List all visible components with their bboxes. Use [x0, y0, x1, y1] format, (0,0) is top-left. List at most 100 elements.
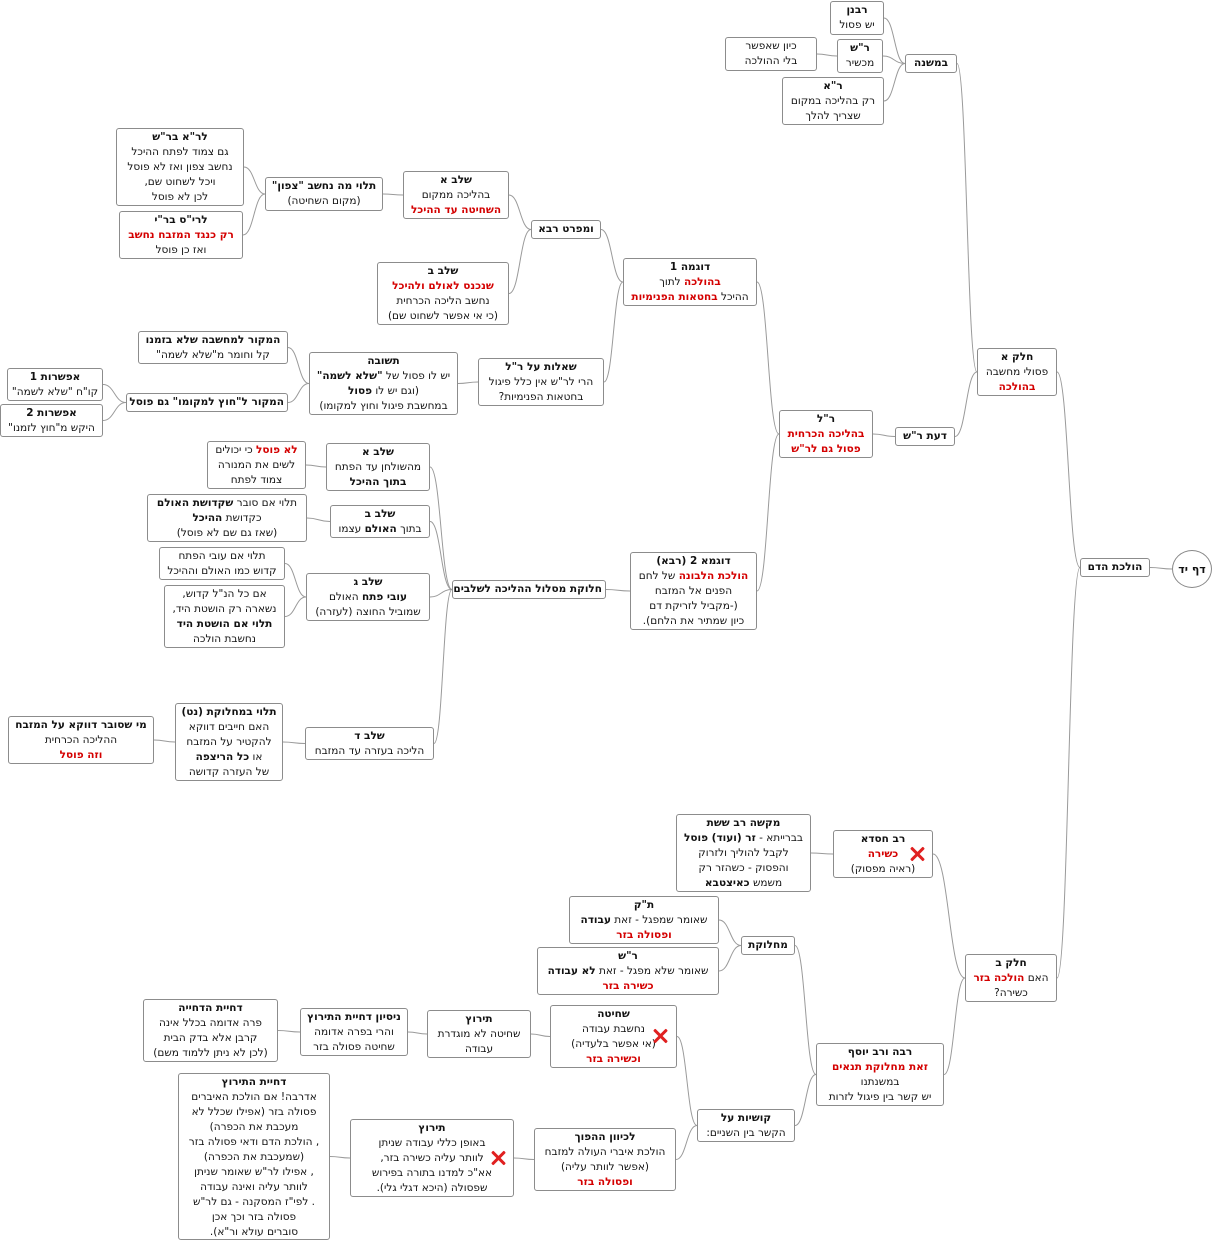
edge-tal-lrs — [242, 193, 266, 236]
node-line: לשים את המנורה — [217, 459, 296, 471]
node-depends-tzafon[interactable]: תלוי מה נחשב "צפון"(מקום השחיטה) — [265, 177, 383, 211]
edge-tesh-mak1 — [287, 347, 310, 384]
node-dividing-path[interactable]: חלוקת מסלול ההליכה לשלבים — [452, 580, 606, 599]
node-line: עובי פתח האולם — [328, 591, 408, 603]
node-bamishna[interactable]: במשנה — [905, 54, 957, 73]
node-rabbi-shimon-machshir[interactable]: ר"ש מכשיר — [837, 39, 883, 73]
node-line: במשנתנו — [860, 1076, 900, 1088]
node-daat-rabbi-shimon[interactable]: דעת ר"ש — [895, 427, 955, 446]
node-line: הולכת הדם — [1087, 561, 1143, 573]
edge-daat-rl — [872, 433, 896, 437]
edge-a-daat — [954, 371, 978, 437]
node-stage-d-2[interactable]: שלב ד הליכה בעזרה עד המזבח — [305, 727, 434, 760]
node-line: יש פסול — [839, 19, 875, 31]
node-line: כיון שמתיר את הלחם). — [642, 615, 745, 627]
node-line: להקטיר על המזבח — [186, 736, 272, 748]
edge-s2g-im — [284, 596, 307, 617]
node-line: שלב ד — [354, 730, 385, 742]
edge-shel-tesh — [457, 381, 479, 384]
node-line: מעכבת את הכפרה) — [209, 1121, 299, 1133]
node-line: מכשיר — [845, 57, 875, 69]
node-line: תלוי אם הושטת היד — [176, 618, 273, 630]
node-line: הליכה בעזרה עד המזבח — [314, 745, 425, 757]
edge-tir1-nis — [407, 1031, 428, 1035]
node-line: תלוי אם עובי הפתח — [178, 550, 266, 562]
root-node-daf[interactable]: דף יד — [1172, 550, 1212, 588]
node-line: עבודה — [464, 1043, 494, 1055]
node-line: לא פוסל כי יכולים — [215, 444, 298, 456]
edge-kush-lk — [675, 1125, 698, 1160]
node-line: קרבן אלא בדק הבית — [163, 1032, 258, 1044]
node-line: נחשב הליכה הכרחית — [396, 295, 490, 307]
node-line: יש קשר בין פיגול לזרות — [828, 1091, 932, 1103]
edge-lk-tir2 — [513, 1157, 535, 1160]
node-line: תירוץ — [465, 1013, 493, 1025]
node-umefaret-rava[interactable]: ומפרט רבא — [531, 220, 601, 239]
node-source-chutz-limkomo[interactable]: המקור ל"חוץ למקומו" גם פוסל — [126, 393, 288, 412]
node-line: דחיית התירוץ — [221, 1076, 287, 1088]
node-holachat-hadam[interactable]: הולכת הדם — [1080, 558, 1150, 577]
node-line: ר"א — [823, 80, 843, 92]
node-line: בהליכה ממקום — [421, 189, 491, 201]
edge-hal-s2a — [429, 466, 453, 590]
node-line: תלוי אם סובר שקדושת האולם — [156, 497, 298, 509]
node-line: משמש כאיצטבא — [704, 877, 783, 889]
node-line: בחטאות הפנימיות? — [498, 391, 584, 403]
node-hoshatat-yad[interactable]: אם כל הנ"ל קדוש,נשארה רק הושטת היד,תלוי … — [164, 585, 285, 648]
node-line: תירוץ — [418, 1122, 446, 1134]
node-line: . לפי"ז המסקנה - גם לר"ש — [193, 1196, 315, 1208]
node-machloket[interactable]: מחלוקת — [741, 936, 795, 955]
node-line: כשירה? — [994, 987, 1028, 999]
x-icon-rav-chisda — [909, 846, 925, 862]
node-line: הולכת הלבונה של לחם — [638, 570, 749, 582]
node-line: ר"ש — [850, 42, 870, 54]
node-line: פרה אדומה בכלל אינה — [159, 1017, 262, 1029]
node-line: שלב ב — [364, 508, 396, 520]
edge-mach-rsh2 — [718, 945, 742, 972]
node-line: שמוביל החוצה (לעזרה) — [315, 606, 421, 618]
node-line: , הולכת הדם ודאי פסולה בזר — [188, 1136, 320, 1148]
node-line: ופסולה בזר — [577, 1176, 633, 1188]
node-line: לוותר עליה כשירה בזר, — [380, 1152, 484, 1164]
node-line: (ראיה מפסוק) — [850, 863, 916, 875]
node-line: האם הולכה בזר — [973, 972, 1049, 984]
